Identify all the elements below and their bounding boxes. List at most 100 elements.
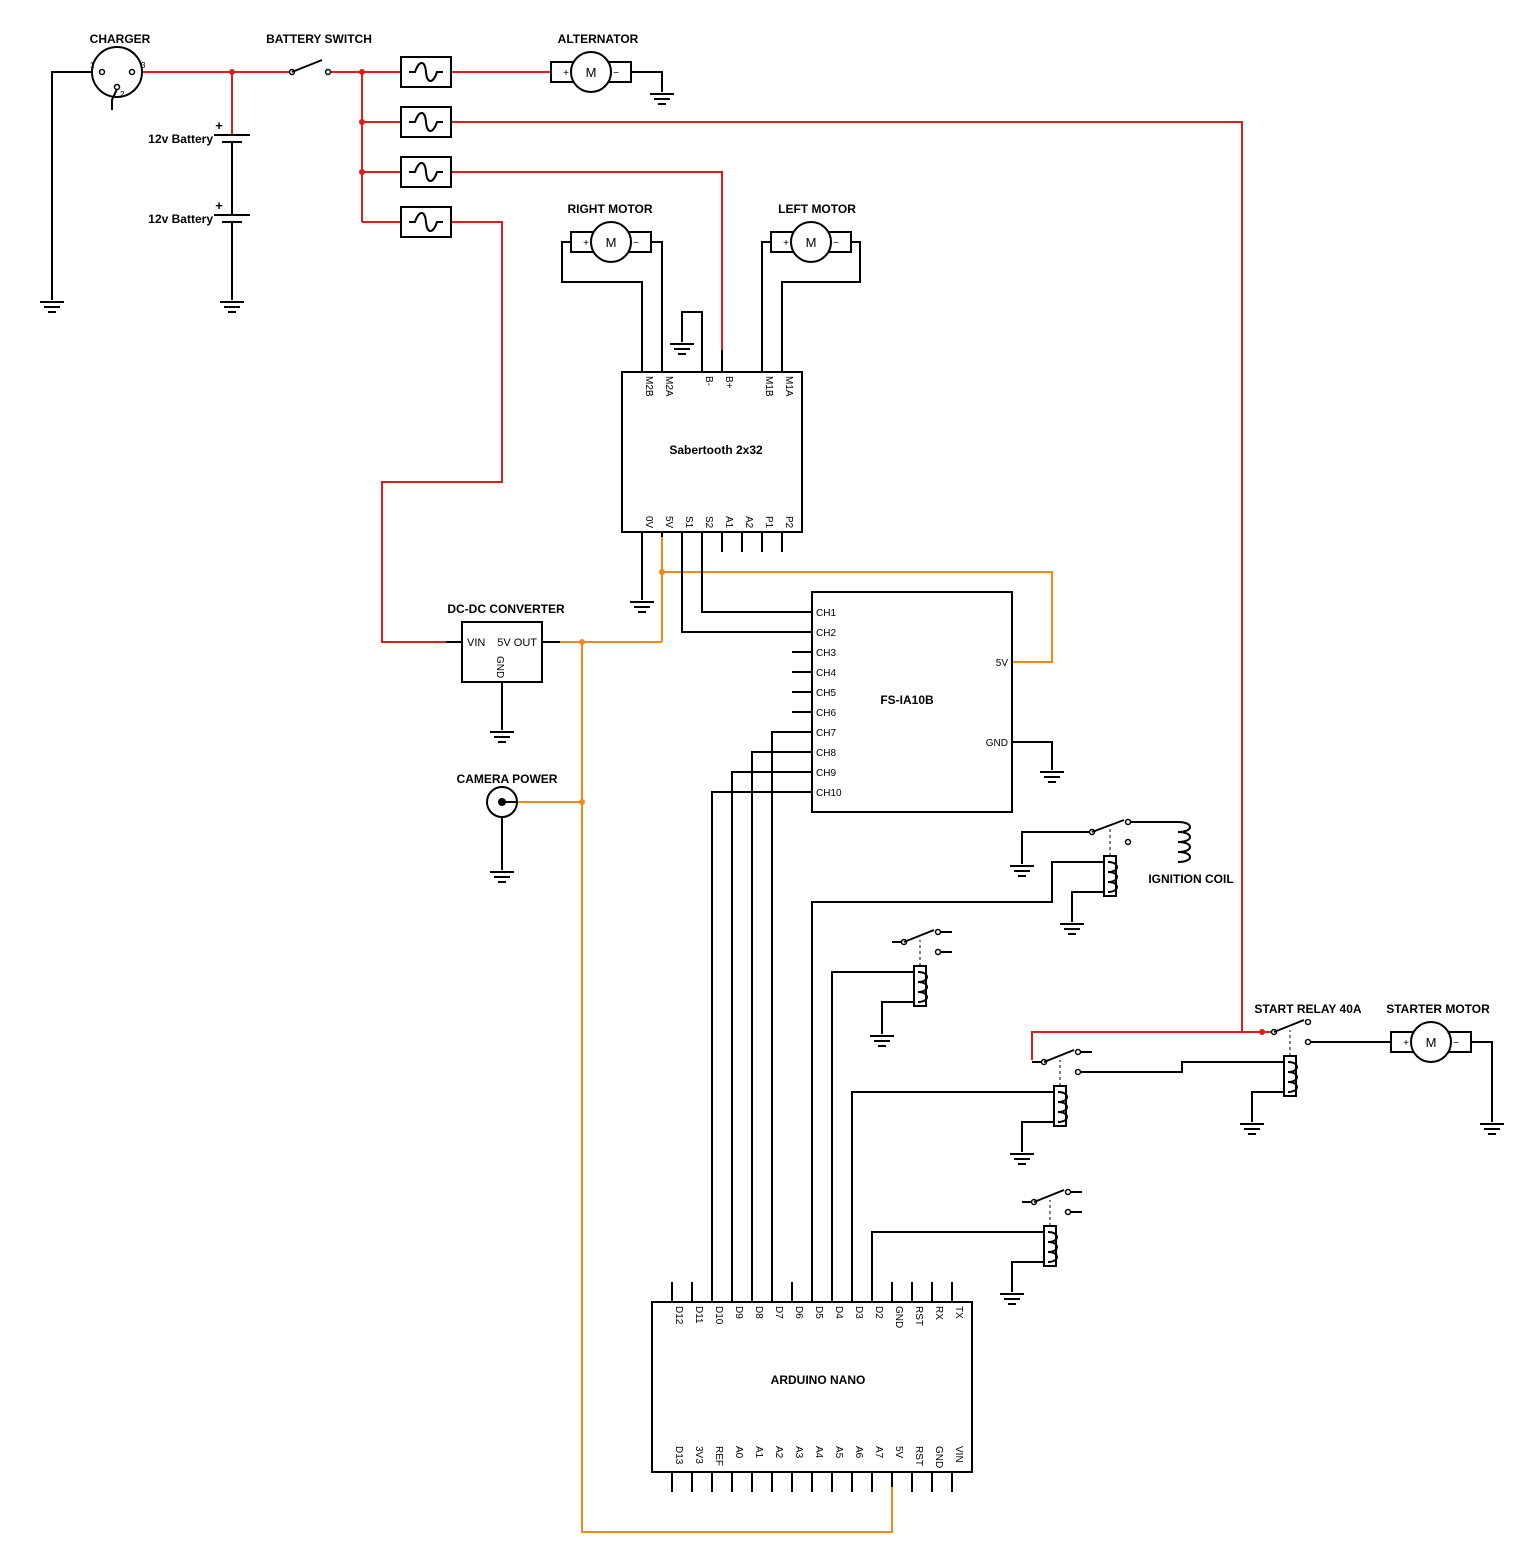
left-motor: M + − LEFT MOTOR (761, 202, 861, 372)
sabertooth-pin-m1a: M1A (783, 376, 794, 397)
fs-pin-ch4: CH4 (816, 668, 836, 679)
battery-switch-label: BATTERY SWITCH (266, 32, 372, 46)
right-motor-label: RIGHT MOTOR (567, 202, 652, 216)
ignition-coil-symbol (1177, 821, 1191, 863)
fs-pin-ch2: CH2 (816, 628, 836, 639)
ignition-coil-label: IGNITION COIL (1148, 872, 1233, 886)
arduino-pin-a3: A3 (793, 1446, 804, 1459)
sabertooth-pin-0v: 0V (643, 516, 654, 529)
arduino-pin-5v: 5V (893, 1446, 904, 1459)
right-motor-m: M (606, 235, 617, 250)
sabertooth-pin-s2: S2 (703, 516, 714, 529)
alternator-m: M (586, 65, 597, 80)
starter-motor: M + − STARTER MOTOR (1386, 1002, 1505, 1135)
battery-2-label: 12v Battery (148, 212, 213, 226)
battery-1-plus: + (215, 118, 223, 133)
arduino-pin-d6: D6 (793, 1306, 804, 1319)
fuse-1 (400, 56, 452, 88)
arduino-pin-d3: D3 (853, 1306, 864, 1319)
arduino-pin-a7: A7 (873, 1446, 884, 1459)
sabertooth-pin-m2a: M2A (663, 376, 674, 397)
dcdc-pin-5v-out: 5V OUT (497, 637, 537, 649)
arduino-pin-a0: A0 (733, 1446, 744, 1459)
charger-pin-1: 1 (90, 61, 95, 70)
right-motor: M + − RIGHT MOTOR (561, 202, 663, 372)
fuse-block (400, 56, 452, 238)
sabertooth-label: Sabertooth 2x32 (669, 443, 763, 457)
arduino-pin-d11: D11 (693, 1306, 704, 1324)
arduino-pin-d7: D7 (773, 1306, 784, 1319)
fs-ia10b-label: FS-IA10B (880, 693, 934, 707)
alternator: M + − ALTERNATOR (550, 32, 675, 105)
arduino-pin-rst-top: RST (913, 1306, 924, 1326)
arduino-pin-a4: A4 (813, 1446, 824, 1459)
right-motor-plus: + (583, 238, 589, 249)
left-motor-minus: − (833, 238, 839, 249)
relay-d2 (871, 1188, 1082, 1305)
fs-pin-ch5: CH5 (816, 688, 836, 699)
battery-switch: BATTERY SWITCH (266, 32, 372, 76)
start-relay-40a: START RELAY 40A (1239, 1002, 1392, 1135)
starter-motor-label: STARTER MOTOR (1386, 1002, 1490, 1016)
dcdc-pin-vin: VIN (467, 637, 485, 649)
arduino-pin-vin: VIN (953, 1446, 964, 1463)
left-motor-m: M (806, 235, 817, 250)
charger: 1 2 3 CHARGER (39, 32, 151, 313)
starter-motor-m: M (1426, 1035, 1437, 1050)
charger-pin-3: 3 (141, 61, 146, 70)
sabertooth-pin-m1b: M1B (763, 376, 774, 397)
arduino-pin-a2: A2 (773, 1446, 784, 1459)
left-motor-label: LEFT MOTOR (778, 202, 856, 216)
arduino-pin-a6: A6 (853, 1446, 864, 1459)
relay-d3 (851, 1048, 1284, 1302)
starter-motor-plus: + (1403, 1038, 1409, 1049)
camera-power-label: CAMERA POWER (457, 772, 558, 786)
battery-1-label: 12v Battery (148, 132, 213, 146)
arduino-pin-3v3: 3V3 (693, 1446, 704, 1464)
arduino-pin-d12: D12 (673, 1306, 684, 1325)
relay-d4 (831, 928, 952, 1302)
sabertooth-pin-a1: A1 (723, 516, 734, 529)
fuse-2 (400, 106, 452, 138)
sabertooth-pin-p1: P1 (763, 516, 774, 529)
arduino-pin-gnd-top: GND (893, 1306, 904, 1328)
sabertooth-pin-b-plus: B+ (723, 376, 734, 389)
arduino-pin-ref: REF (713, 1446, 724, 1466)
sabertooth-pin-s1: S1 (683, 516, 694, 529)
arduino-pin-a1: A1 (753, 1446, 764, 1459)
arduino-nano: ARDUINO NANO D12 D11 D1 (651, 1282, 973, 1492)
arduino-pin-gnd-bottom: GND (933, 1446, 944, 1468)
charger-pin-2: 2 (120, 90, 125, 99)
dcdc-pin-gnd: GND (494, 656, 505, 678)
ignition-relay: IGNITION COIL (811, 818, 1234, 1302)
arduino-pin-d5: D5 (813, 1306, 824, 1319)
sabertooth-b-minus-wire (681, 311, 703, 372)
alternator-label: ALTERNATOR (558, 32, 639, 46)
fs-pin-ch1: CH1 (816, 608, 836, 619)
battery-stack: + + 12v Battery 12v Battery (148, 118, 250, 313)
arduino-label: ARDUINO NANO (771, 1373, 866, 1387)
right-motor-minus: − (633, 238, 639, 249)
arduino-pin-d10: D10 (713, 1306, 724, 1325)
dc-dc-converter: VIN 5V OUT GND DC-DC CONVERTER (446, 602, 565, 743)
camera-power: CAMERA POWER (457, 772, 558, 883)
fs-pin-ch10: CH10 (816, 788, 842, 799)
arduino-pin-d13: D13 (673, 1446, 684, 1465)
dcdc-label: DC-DC CONVERTER (447, 602, 565, 616)
fs-pin-gnd: GND (986, 738, 1008, 749)
five-volt-wires (518, 535, 1053, 1533)
arduino-pin-a5: A5 (833, 1446, 844, 1459)
arduino-pin-tx: TX (953, 1306, 964, 1319)
fs-pin-ch6: CH6 (816, 708, 836, 719)
arduino-pin-d8: D8 (753, 1306, 764, 1319)
arduino-pin-d9: D9 (733, 1306, 744, 1319)
arduino-bottom-stubs (671, 1472, 953, 1492)
sabertooth-pin-5v: 5V (663, 516, 674, 529)
starter-motor-minus: − (1453, 1038, 1459, 1049)
sabertooth-pin-a2: A2 (743, 516, 754, 529)
fuse-4 (400, 206, 452, 238)
start-relay-label: START RELAY 40A (1254, 1002, 1361, 1016)
battery-2-plus: + (215, 198, 223, 213)
fs-pin-ch8: CH8 (816, 748, 836, 759)
